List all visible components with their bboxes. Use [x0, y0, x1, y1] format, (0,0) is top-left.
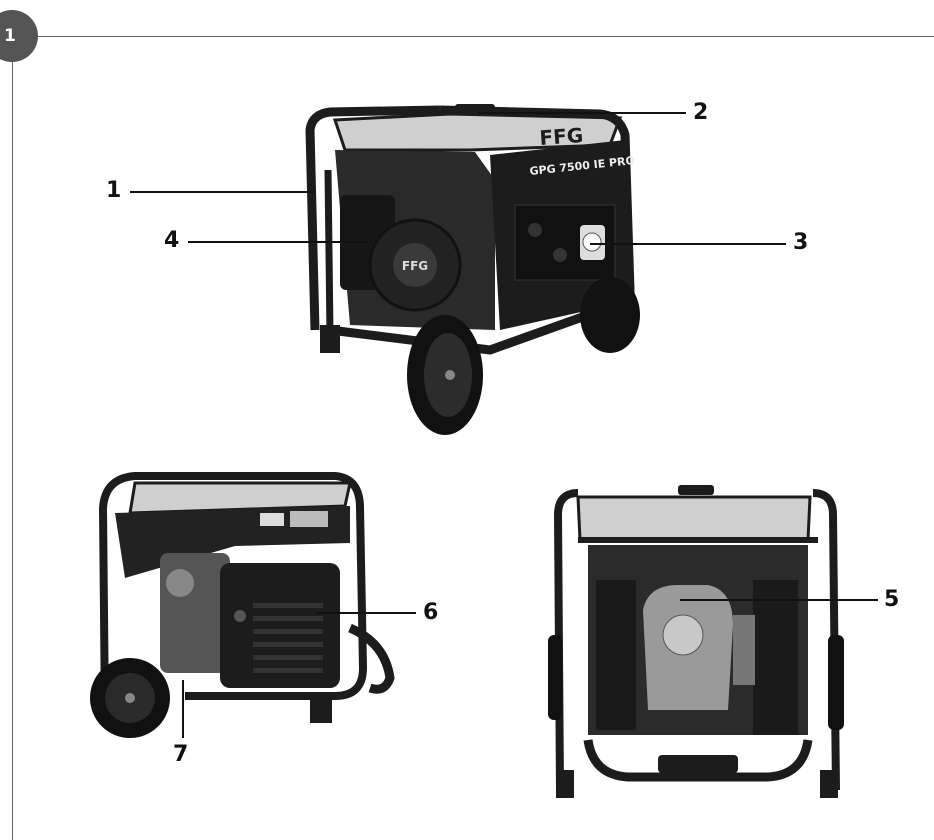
- callout-2: 2: [693, 100, 709, 125]
- generator-front-illustration: FFG FFG GPG 7500 IE PRO: [305, 104, 640, 435]
- callout-6: 6: [423, 600, 439, 625]
- svg-text:FFG: FFG: [402, 259, 428, 273]
- leader-line-2: [478, 112, 686, 114]
- leader-line-7: [182, 680, 184, 738]
- leader-line-4: [188, 241, 373, 243]
- header-rule: [12, 36, 934, 37]
- section-number: 1: [4, 26, 16, 46]
- left-rule: [12, 36, 13, 840]
- leader-line-6: [316, 612, 416, 614]
- callout-1: 1: [106, 178, 122, 203]
- callout-4: 4: [164, 228, 180, 253]
- section-number-badge: 1: [0, 10, 38, 62]
- leader-line-5: [680, 599, 878, 601]
- tank-brand-logo: FFG: [539, 123, 584, 150]
- callout-5: 5: [884, 587, 900, 612]
- callout-7: 7: [173, 742, 189, 767]
- generator-rear-illustration: [548, 485, 844, 798]
- leader-line-1: [130, 191, 315, 193]
- generator-side-illustration: [90, 472, 395, 738]
- leader-line-3: [590, 243, 786, 245]
- callout-3: 3: [793, 230, 809, 255]
